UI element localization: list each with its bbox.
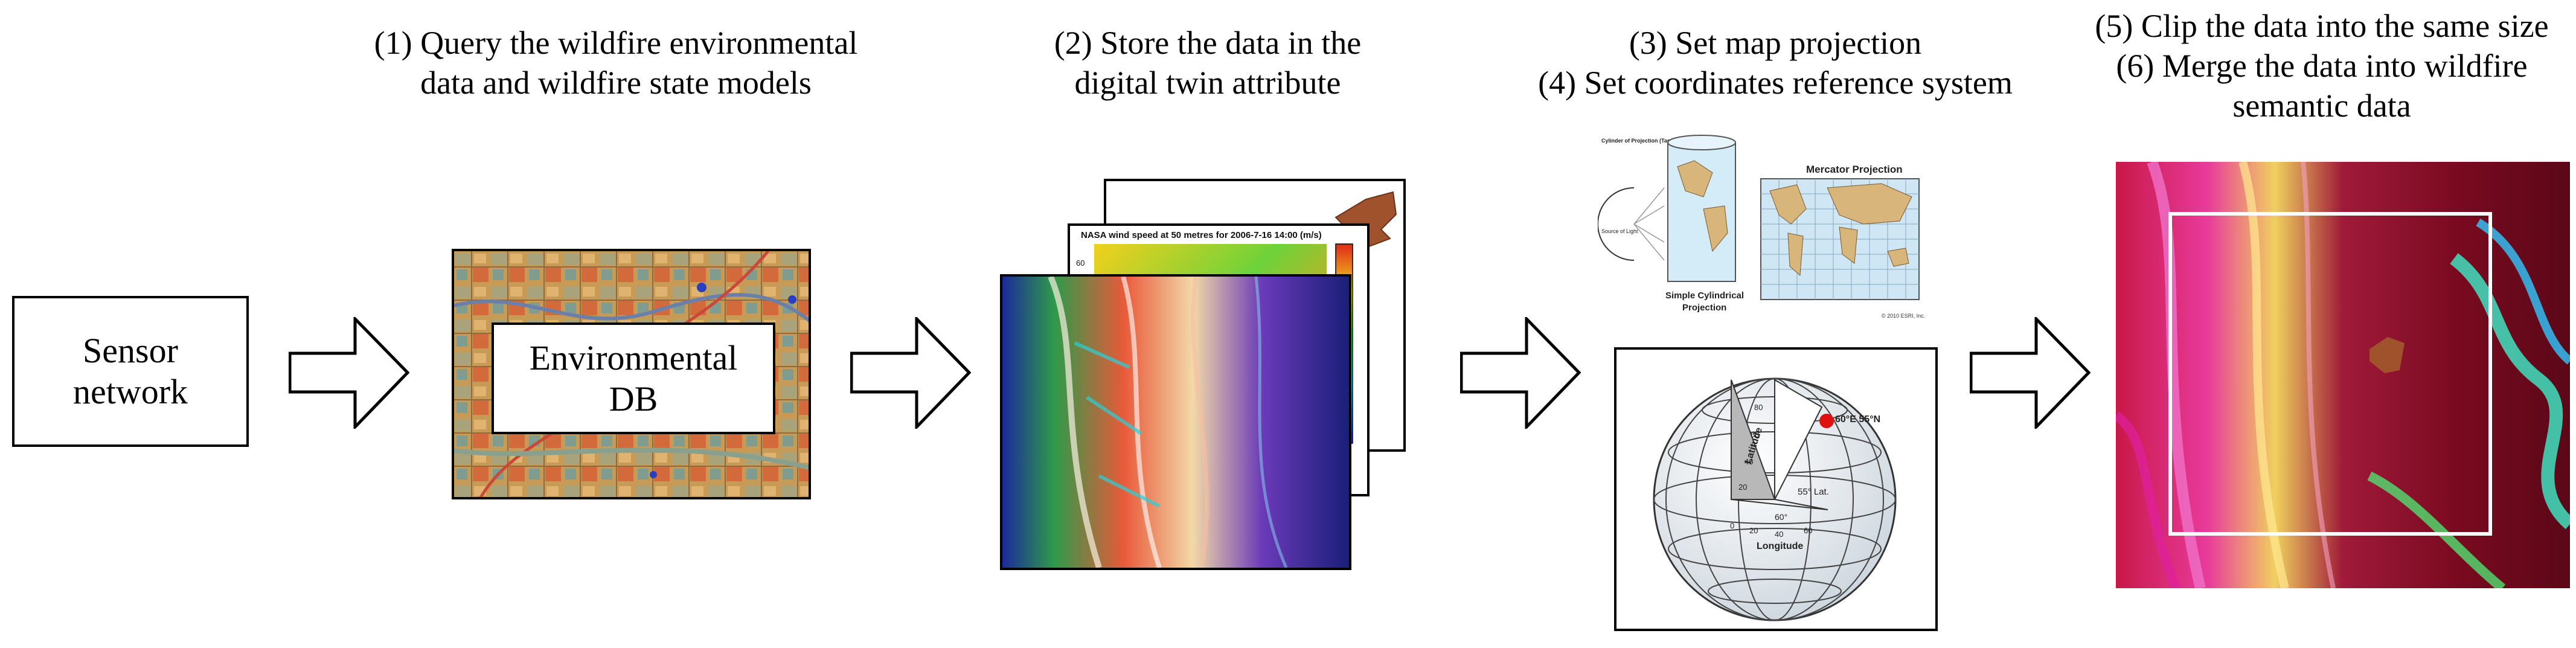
fire-perimeter-shape — [1334, 191, 1397, 249]
location-point-label: 60°E 55°N — [1835, 414, 1880, 425]
step3-caption: (3) Set map projection — [1629, 25, 1922, 61]
step6-caption-line1: (6) Merge the data into wildfire — [2116, 48, 2528, 84]
lon-tick-1: 0 — [1730, 521, 1734, 530]
flow-arrow-1 — [289, 317, 409, 429]
lon-tick-4: 60 — [1804, 526, 1812, 535]
environmental-db-box: Environmental DB — [452, 249, 811, 499]
step5-caption: (5) Clip the data into the same size — [2095, 8, 2549, 44]
step3-4-caption: (3) Set map projection (4) Set coordinat… — [1498, 23, 2053, 103]
longitude-angle-label: 60° — [1775, 512, 1787, 522]
longitude-label: Longitude — [1757, 541, 1803, 551]
environmental-db-line1: Environmental — [529, 338, 738, 377]
step1-caption: (1) Query the wildfire environmental dat… — [338, 23, 894, 103]
environmental-db-line2: DB — [609, 379, 658, 419]
wind-chart-ytick: 60 — [1076, 258, 1085, 268]
projection-bottom-label-1: Simple Cylindrical — [1665, 290, 1744, 301]
map-projection-figure: Cylinder of Projection (Tangent at Equat… — [1598, 118, 1935, 327]
flow-arrow-4 — [1970, 317, 2091, 429]
environmental-db-label-box: Environmental DB — [492, 322, 775, 434]
flow-arrow-3 — [1460, 317, 1581, 429]
attribute-layer-relief — [1000, 274, 1351, 570]
clip-extent-box — [2168, 212, 2492, 536]
coordinate-globe-figure: Latitude 80 60 40 20 60°E 55°N 55° Lat. … — [1614, 347, 1938, 631]
latitude-angle-label: 55° Lat. — [1798, 487, 1829, 497]
cylinder-label: Cylinder of Projection (Tangent at Equat… — [1601, 138, 1712, 144]
wind-chart-title: NASA wind speed at 50 metres for 2006-7-… — [1081, 230, 1322, 240]
wildfire-semantic-data-image — [2116, 162, 2570, 588]
lat-tick-4: 20 — [1738, 483, 1747, 492]
mercator-title: Mercator Projection — [1806, 164, 1903, 175]
step5-6-caption: (5) Clip the data into the same size (6)… — [2071, 6, 2572, 126]
flow-arrow-2 — [850, 317, 971, 429]
sensor-network-line2: network — [72, 372, 188, 411]
sensor-network-box: Sensor network — [12, 296, 249, 447]
lat-tick-2: 60 — [1751, 430, 1759, 439]
lat-tick-3: 40 — [1745, 457, 1753, 466]
step4-caption: (4) Set coordinates reference system — [1538, 65, 2013, 101]
projection-credit: © 2010 ESRI, Inc. — [1882, 313, 1925, 319]
location-point — [1819, 414, 1834, 428]
step2-caption-line1: (2) Store the data in the — [1054, 25, 1362, 61]
step1-caption-line2: data and wildfire state models — [420, 65, 812, 101]
fire-perimeter-semantic — [2369, 337, 2405, 373]
lat-tick-1: 80 — [1754, 403, 1763, 412]
projection-bottom-label-2: Projection — [1682, 303, 1726, 313]
step2-caption: (2) Store the data in the digital twin a… — [978, 23, 1437, 103]
light-source-label: Source of Light — [1601, 228, 1638, 234]
terrain-relief-image — [1002, 277, 1349, 568]
sensor-network-line1: Sensor — [83, 331, 178, 370]
lon-tick-3: 40 — [1775, 530, 1783, 539]
lon-tick-2: 20 — [1749, 526, 1758, 535]
step6-caption-line2: semantic data — [2232, 88, 2411, 124]
step2-caption-line2: digital twin attribute — [1074, 65, 1341, 101]
step1-caption-line1: (1) Query the wildfire environmental — [374, 25, 858, 61]
